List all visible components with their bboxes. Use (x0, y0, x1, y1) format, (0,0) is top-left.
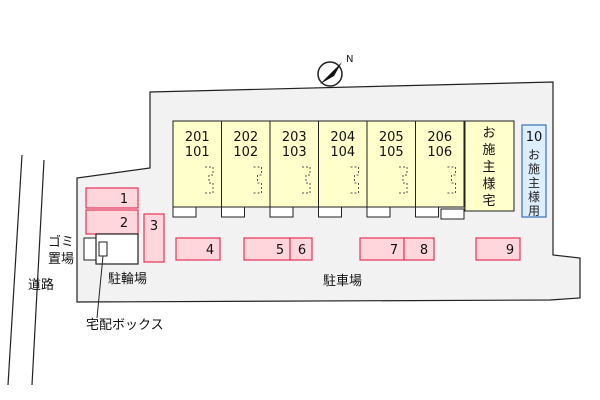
owner-parking-char-1: 施 (528, 162, 540, 176)
unit-upper-number: 204 (330, 130, 355, 145)
garbage-label-line2: 置場 (48, 252, 74, 267)
owner-house-char-3: 様 (482, 177, 495, 192)
owner-house: お 施 主 様 宅 (440, 120, 515, 220)
entrance-step (366, 206, 391, 218)
unit-upper-number: 205 (379, 130, 404, 145)
unit-upper-number: 201 (185, 130, 210, 145)
unit-lower-number: 102 (233, 145, 258, 160)
parking-area-label: 駐車場 (323, 274, 362, 289)
road-label: 道路 (28, 277, 54, 293)
owner-house-char-0: お (482, 126, 495, 141)
parking-space-3: 3 (143, 213, 165, 263)
parking-space-number: 5 (276, 243, 284, 258)
unit-upper-number: 203 (282, 130, 307, 145)
entrance-step (172, 206, 197, 218)
parking-space-6: 6 (289, 237, 313, 261)
owner-parking-char-2: 主 (528, 176, 540, 190)
garbage-label-line1: ゴミ (48, 234, 74, 250)
road-line-left (7, 154, 23, 386)
staircase-outline (253, 166, 262, 194)
staircase-outline (205, 166, 214, 194)
bicycle-parking: 駐輪場 (95, 233, 147, 319)
owner-parking-char-0: お (528, 148, 540, 162)
bicycle-parking-label: 駐輪場 (108, 271, 147, 287)
parking-space-number: 6 (298, 243, 306, 258)
parking-space-5: 5 (243, 237, 291, 261)
parking-space-number: 7 (390, 243, 398, 258)
staircase-outline (399, 166, 408, 194)
entrance-step (269, 206, 294, 218)
staircase-outline (447, 166, 456, 194)
north-letter: N (346, 54, 353, 65)
unit-lower-number: 103 (282, 145, 307, 160)
entrance-step (415, 206, 439, 218)
parking-space-number: 1 (120, 192, 128, 207)
garbage-station: ゴミ 置場 (48, 234, 97, 267)
parking-space-number: 4 (206, 243, 214, 258)
parking-space-8: 8 (403, 237, 435, 261)
unit-lower-number: 101 (185, 145, 210, 160)
unit-upper-number: 206 (427, 130, 452, 145)
owner-house-char-4: 宅 (482, 194, 495, 209)
delivery-box-label: 宅配ボックス (86, 318, 164, 333)
parking-space-2: 2 (85, 209, 139, 235)
parking-space-7: 7 (359, 237, 405, 261)
unit-lower-number: 104 (330, 145, 355, 160)
delivery-box-leader (96, 255, 104, 319)
owner-parking-char-3: 様 (528, 190, 540, 204)
parking-space-number: 2 (120, 216, 128, 231)
entrance-step (318, 206, 342, 218)
staircase-outline (302, 166, 311, 194)
unit-upper-number: 202 (233, 130, 258, 145)
parking-space-number: 9 (506, 243, 514, 258)
unit-lower-number: 105 (379, 145, 404, 160)
entrance-step (221, 206, 245, 218)
owner-parking-number: 10 (526, 130, 543, 145)
owner-parking-char-4: 用 (528, 204, 540, 218)
delivery-box-icon (98, 241, 108, 257)
parking-space-number: 8 (420, 243, 428, 258)
parking-space-number: 3 (150, 219, 158, 234)
owner-parking-space: 10 お 施 主 様 用 (521, 124, 547, 218)
parking-space-4: 4 (175, 237, 221, 261)
owner-house-step (440, 208, 465, 220)
owner-house-char-2: 主 (482, 160, 495, 175)
road-line-right (31, 159, 45, 386)
parking-space-9: 9 (475, 237, 521, 261)
parking-space-1: 1 (85, 187, 139, 209)
north-arrow-icon: N (317, 54, 353, 87)
unit-lower-number: 106 (427, 145, 452, 160)
owner-house-char-1: 施 (482, 143, 495, 158)
staircase-outline (350, 166, 359, 194)
